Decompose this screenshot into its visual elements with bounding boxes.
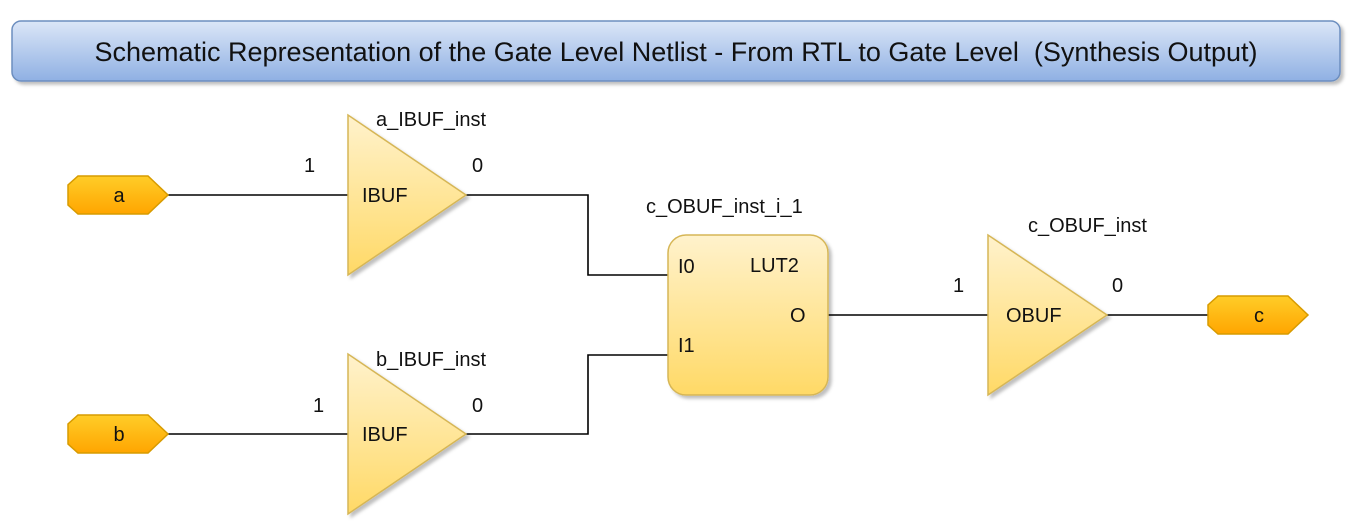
wire-b-ibuf-to-lut-i1 <box>466 354 668 435</box>
output-port-c: c <box>1207 295 1310 335</box>
b-ibuf-cell: b_IBUF_inst IBUF 1 0 <box>313 349 486 516</box>
lut2-cell: c_OBUF_inst_i_1 LUT2 I0 I1 O <box>646 196 829 396</box>
lut2-type: LUT2 <box>750 255 799 277</box>
c-obuf-type: OBUF <box>1006 305 1062 327</box>
lut2-pin-o: O <box>790 305 806 327</box>
a-ibuf-type: IBUF <box>362 185 408 207</box>
wires <box>168 194 1208 435</box>
title-banner: Schematic Representation of the Gate Lev… <box>11 20 1341 82</box>
a-ibuf-input-pin: 1 <box>304 155 315 177</box>
c-obuf-instance-name: c_OBUF_inst <box>1028 215 1147 237</box>
a-ibuf-cell: a_IBUF_inst IBUF 1 0 <box>304 109 486 277</box>
c-obuf-output-pin: 0 <box>1112 275 1123 297</box>
port-c-label: c <box>1254 305 1264 327</box>
wire-a-ibuf-to-lut-i0 <box>466 194 668 276</box>
b-ibuf-input-pin: 1 <box>313 395 324 417</box>
c-obuf-input-pin: 1 <box>953 275 964 297</box>
input-port-a: a <box>67 175 170 215</box>
a-ibuf-instance-name: a_IBUF_inst <box>376 109 486 131</box>
lut2-instance-name: c_OBUF_inst_i_1 <box>646 196 803 218</box>
b-ibuf-type: IBUF <box>362 424 408 446</box>
b-ibuf-instance-name: b_IBUF_inst <box>376 349 486 371</box>
c-obuf-cell: c_OBUF_inst OBUF 1 0 <box>953 215 1147 397</box>
a-ibuf-output-pin: 0 <box>472 155 483 177</box>
lut2-pin-i1: I1 <box>678 335 695 357</box>
lut2-pin-i0: I0 <box>678 256 695 278</box>
b-ibuf-output-pin: 0 <box>472 395 483 417</box>
port-a-label: a <box>113 185 125 207</box>
input-port-b: b <box>67 414 170 454</box>
port-b-label: b <box>113 424 124 446</box>
diagram-title: Schematic Representation of the Gate Lev… <box>94 37 1257 67</box>
